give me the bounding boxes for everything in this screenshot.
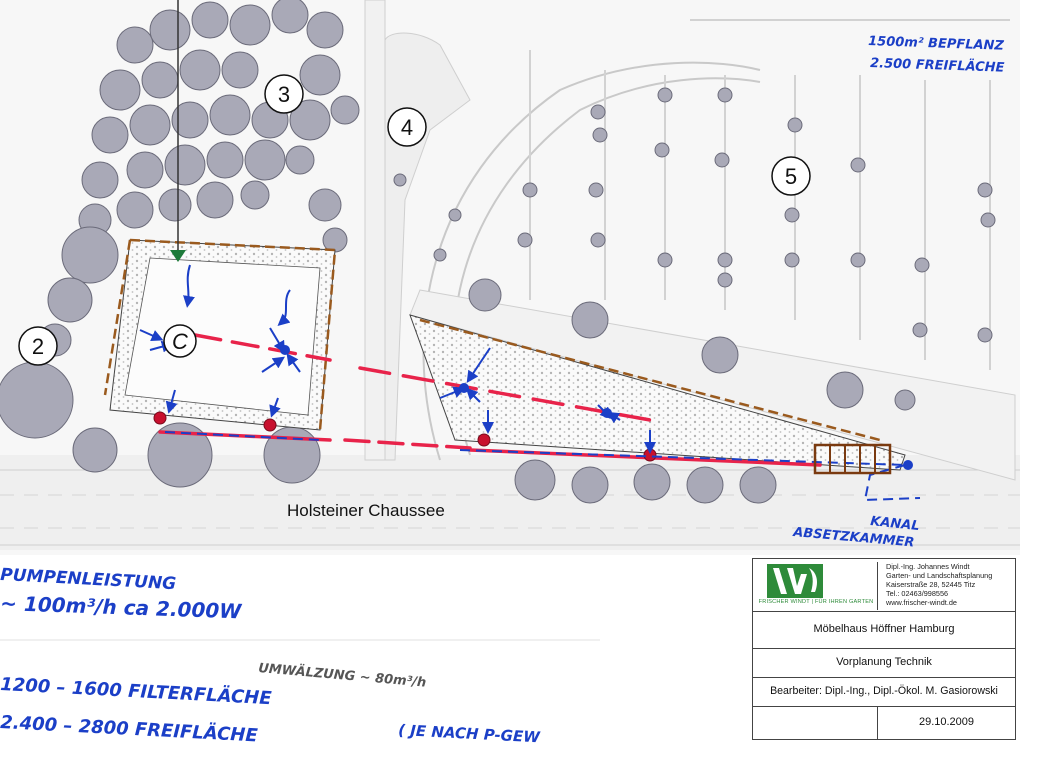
settling-chamber <box>813 443 892 475</box>
annotation-open-area: 2.500 FREIFLÄCHE <box>870 55 1005 76</box>
leaf-logo-icon <box>767 564 823 598</box>
address-line: Garten- und Landschaftsplanung <box>886 571 993 580</box>
area-label-5: 5 <box>771 156 811 196</box>
area-label-2: 2 <box>18 326 58 366</box>
planting-strip <box>409 289 1016 481</box>
svg-text:2: 2 <box>32 334 44 359</box>
street-name-label: Holsteiner Chaussee <box>287 501 445 520</box>
retention-area-left <box>103 238 337 431</box>
green-valve-marker <box>170 0 186 262</box>
title-block-header: FRISCHER WINDT | FÜR IHREN GARTEN Dipl.-… <box>753 559 1015 612</box>
area-label-3: 3 <box>264 74 304 114</box>
title-block: FRISCHER WINDT | FÜR IHREN GARTEN Dipl.-… <box>752 558 1016 740</box>
trees-area-3 <box>78 0 360 253</box>
logo-tagline: FRISCHER WINDT | FÜR IHREN GARTEN <box>758 599 874 605</box>
area-label-4: 4 <box>387 107 427 147</box>
svg-text:3: 3 <box>278 82 290 107</box>
date-row: 29.10.2009 <box>753 706 1015 739</box>
address-line: Tel.: 02463/998556 <box>886 589 949 598</box>
annotation-kanal: KANAL <box>870 514 921 534</box>
marker-c: C <box>163 324 197 358</box>
svg-text:4: 4 <box>401 115 413 140</box>
svg-text:5: 5 <box>785 164 797 189</box>
empty-cell <box>753 706 878 739</box>
address-line: Dipl.-Ing. Johannes Windt <box>886 562 970 571</box>
address-line: www.frischer-windt.de <box>886 598 957 607</box>
annotation-planting-area: 1500m² BEPFLANZ <box>868 34 1005 54</box>
retention-area-right <box>409 314 906 471</box>
planner-address: Dipl.-Ing. Johannes Windt Garten- und La… <box>886 562 1014 607</box>
plan-date: 29.10.2009 <box>918 716 975 728</box>
plan-editor: Bearbeiter: Dipl.-Ing., Dipl.-Ökol. M. G… <box>753 677 1015 707</box>
plan-phase: Vorplanung Technik <box>753 648 1015 678</box>
parking-trees <box>393 87 996 411</box>
svg-text:C: C <box>172 329 188 354</box>
trees-area-2 <box>0 226 119 473</box>
address-line: Kaiserstraße 28, 52445 Titz <box>886 580 976 589</box>
street-trees <box>147 422 777 504</box>
company-logo: FRISCHER WINDT | FÜR IHREN GARTEN <box>757 562 878 610</box>
project-name: Möbelhaus Höffner Hamburg <box>753 611 1015 649</box>
